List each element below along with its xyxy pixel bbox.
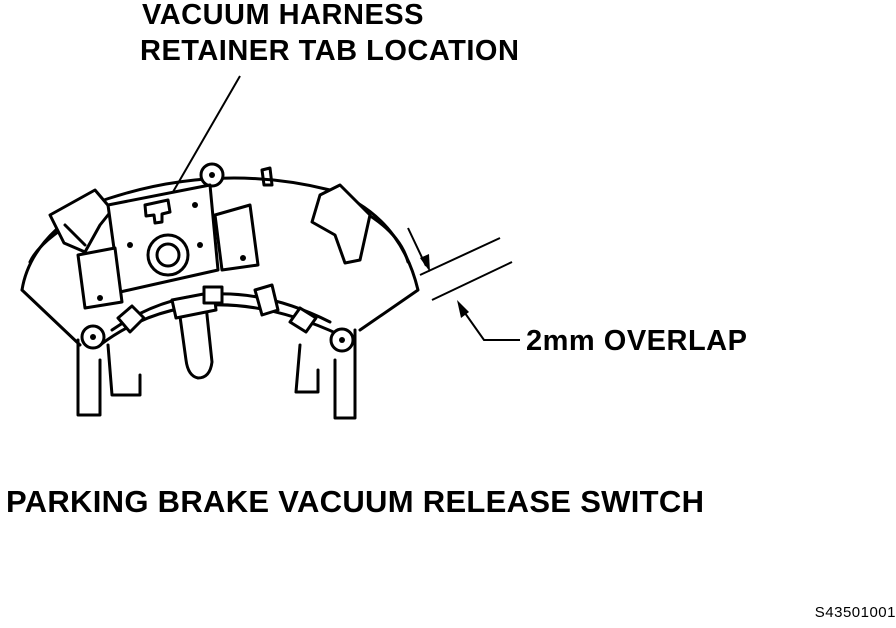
right-clip <box>310 183 372 265</box>
lever-pin <box>202 285 224 305</box>
left-clip <box>48 188 114 254</box>
left-leg <box>76 338 102 417</box>
overlap-leader <box>459 305 520 341</box>
rivet-4 <box>97 295 103 301</box>
retainer-label-line1: VACUUM HARNESS <box>142 0 424 31</box>
switch-plunger <box>155 242 181 268</box>
left-clip-detail <box>63 223 87 247</box>
retainer-tab <box>143 198 172 225</box>
overlap-label: 2mm OVERLAP <box>526 325 748 357</box>
overlap-line-upper <box>419 237 501 276</box>
rivet-3 <box>197 242 203 248</box>
right-connector <box>288 306 318 334</box>
right-terminal <box>294 343 320 394</box>
top-pivot-center <box>209 172 215 178</box>
mid-connector <box>253 283 280 317</box>
switch-left-plate <box>76 246 124 310</box>
overlap-arrow-lower-head <box>457 300 469 318</box>
retainer-leader-line <box>165 75 241 205</box>
rivet-2 <box>192 202 198 208</box>
figure-id: S43501001 <box>814 604 896 621</box>
figure-caption: PARKING BRAKE VACUUM RELEASE SWITCH <box>6 484 705 519</box>
rivet-1 <box>127 242 133 248</box>
retainer-label-line2: RETAINER TAB LOCATION <box>140 35 520 67</box>
overlap-line-lower <box>431 261 513 301</box>
overlap-arrow-upper-head <box>420 254 430 272</box>
left-connector <box>116 304 146 334</box>
switch-right-plate <box>213 203 260 272</box>
rivet-5 <box>240 255 246 261</box>
right-pivot-center <box>339 337 345 343</box>
left-terminal <box>106 343 142 397</box>
top-tab <box>260 166 274 187</box>
right-leg <box>333 328 357 420</box>
left-pivot-center <box>90 334 96 340</box>
